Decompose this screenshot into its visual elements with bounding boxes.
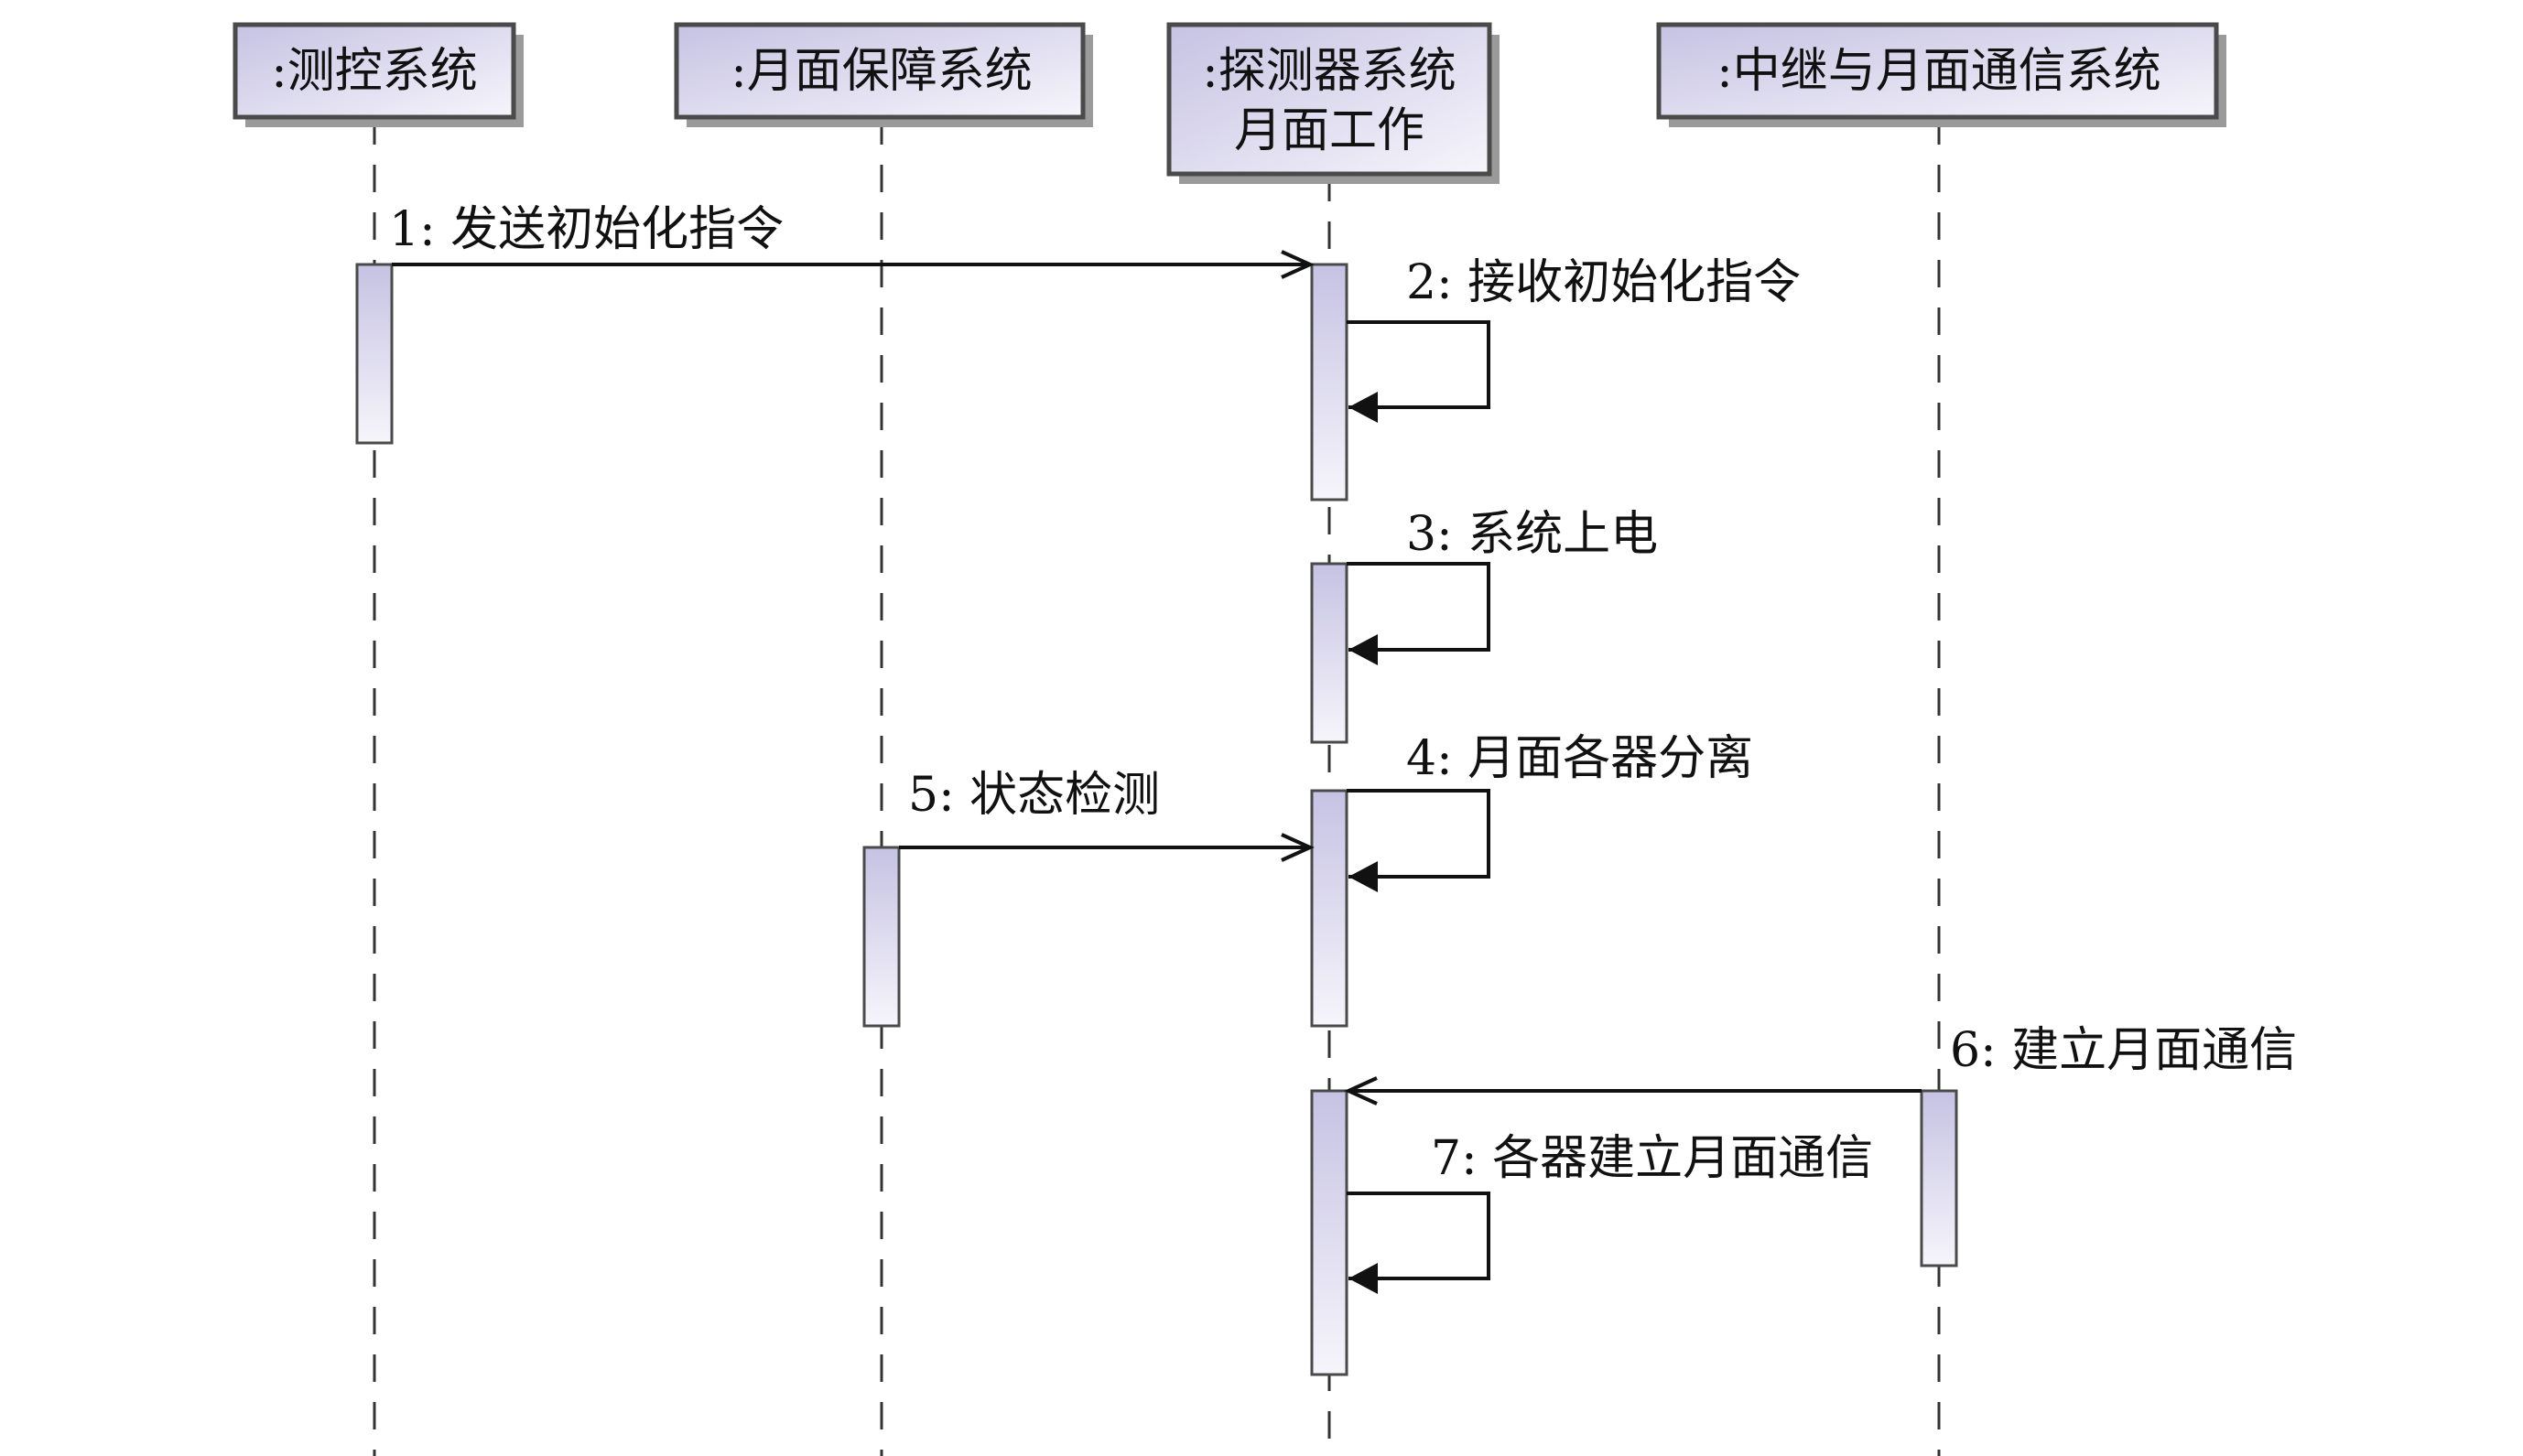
open-arrowhead-icon bbox=[1281, 833, 1315, 862]
header-box bbox=[1656, 22, 2219, 120]
lifeline-header-2: :月面保障系统 bbox=[674, 22, 1093, 127]
message-3-line bbox=[1347, 562, 1490, 652]
message-4-line bbox=[1347, 789, 1490, 879]
lifeline-header-1: :测控系统 bbox=[233, 22, 524, 127]
filled-arrowhead-icon bbox=[1348, 392, 1378, 423]
activation-ll3-c bbox=[1310, 789, 1348, 1028]
activation-ll3-a bbox=[1310, 263, 1348, 502]
activation-ll2 bbox=[862, 846, 901, 1028]
activation-ll4 bbox=[1920, 1089, 1958, 1267]
filled-arrowhead-icon bbox=[1348, 634, 1378, 665]
activation-ll3-d bbox=[1310, 1089, 1348, 1376]
message-1-label: 1: 发送初始化指令 bbox=[389, 202, 784, 257]
message-1: 1: 发送初始化指令 bbox=[389, 202, 1315, 279]
message-2-line bbox=[1347, 320, 1490, 409]
open-arrowhead-icon bbox=[1344, 1076, 1378, 1105]
lifeline-label: :中继与月面通信系统 bbox=[1716, 44, 2161, 99]
activation-ll1 bbox=[355, 263, 394, 445]
message-2-label: 2: 接收初始化指令 bbox=[1406, 255, 1801, 310]
header-box bbox=[1166, 22, 1492, 177]
activation-ll3-b bbox=[1310, 562, 1348, 744]
filled-arrowhead-icon bbox=[1348, 861, 1378, 892]
message-4-label: 4: 月面各器分离 bbox=[1406, 731, 1753, 786]
message-6-label: 6: 建立月面通信 bbox=[1950, 1023, 2297, 1078]
activation-bars bbox=[355, 263, 1958, 1376]
message-6: 6: 建立月面通信 bbox=[1344, 1023, 2297, 1105]
message-7-line bbox=[1347, 1192, 1490, 1280]
message-2: 2: 接收初始化指令 bbox=[1347, 255, 1801, 423]
header-box bbox=[233, 22, 516, 120]
header-box bbox=[674, 22, 1086, 120]
filled-arrowhead-icon bbox=[1348, 1263, 1378, 1294]
message-4: 4: 月面各器分离 bbox=[1347, 731, 1753, 892]
message-7-label: 7: 各器建立月面通信 bbox=[1431, 1131, 1873, 1186]
lifeline-label-line-2: 月面工作 bbox=[1234, 103, 1424, 158]
open-arrowhead-icon bbox=[1281, 250, 1315, 279]
lifeline-header-4: :中继与月面通信系统 bbox=[1656, 22, 2226, 127]
message-3-label: 3: 系统上电 bbox=[1406, 507, 1658, 562]
lifeline-label-line-1: :探测器系统 bbox=[1202, 44, 1456, 99]
lifeline-label: :月面保障系统 bbox=[731, 44, 1033, 99]
message-5: 5: 状态检测 bbox=[899, 768, 1315, 862]
message-5-label: 5: 状态检测 bbox=[908, 768, 1160, 823]
message-7: 7: 各器建立月面通信 bbox=[1347, 1131, 1873, 1294]
message-3: 3: 系统上电 bbox=[1347, 507, 1658, 665]
lifeline-header-3: :探测器系统 月面工作 bbox=[1166, 22, 1500, 184]
lifeline-label: :测控系统 bbox=[271, 44, 478, 99]
